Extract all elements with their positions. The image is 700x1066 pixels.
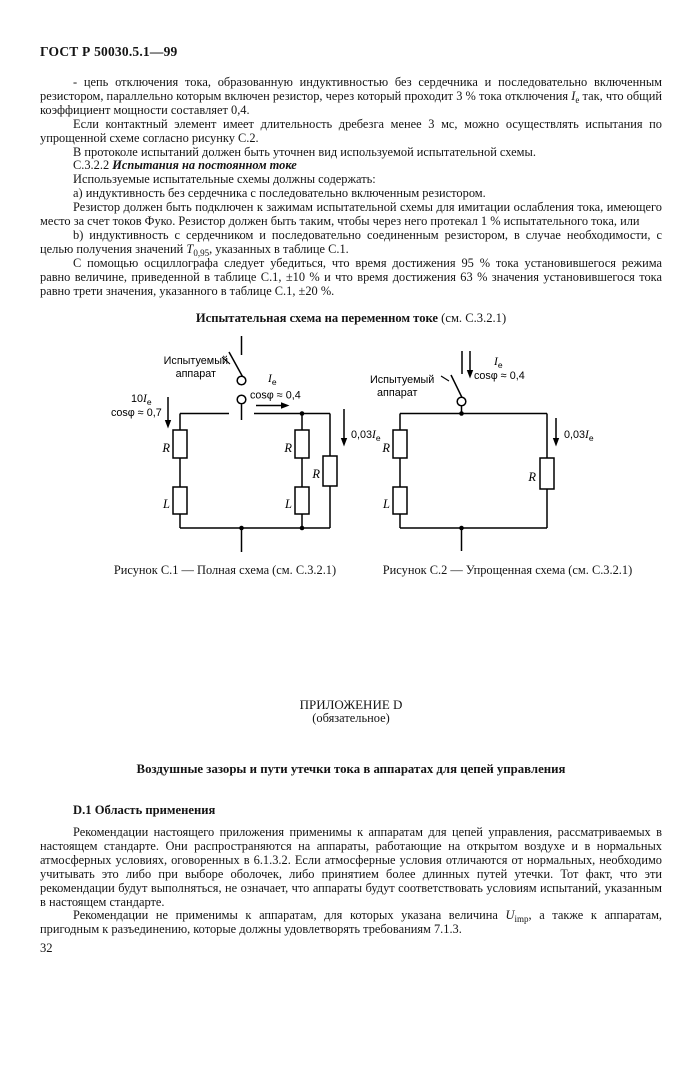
c1-inductor-middle — [294, 486, 310, 515]
current-symbol: I — [371, 429, 377, 441]
clause-d1-heading: D.1 Область применения — [73, 803, 216, 817]
resistor-label: R — [381, 441, 390, 455]
figure-section-heading: Испытательная схема на переменном токе (… — [40, 311, 662, 326]
inductor-label: L — [162, 497, 170, 511]
c2-resistor-shunt — [539, 457, 555, 490]
c1-resistor-middle — [294, 429, 310, 459]
figure-c2-caption: Рисунок С.2 — Упрощенная схема (см. С.3.… — [382, 563, 633, 577]
c2-resistor-left — [392, 429, 408, 459]
paragraph-d1-exclusions: Рекомендации не применимы к аппаратам, д… — [40, 908, 663, 937]
text-segment: U — [505, 908, 515, 923]
c2-shunt-current-arrowhead — [552, 438, 560, 447]
text-segment: так, что общий коэффициент мощности сост… — [40, 88, 662, 117]
paragraph-test-report: В протоколе испытаний должен быть уточне… — [73, 144, 536, 159]
resistor-label: R — [283, 441, 292, 455]
test-circuit-diagrams: Испытуемый аппарат Ie cosφ ≈ 0,4 10Ie co… — [111, 336, 594, 552]
paragraph-contact-bounce: Если контактный элемент имеет длительнос… — [40, 116, 662, 145]
current-multiplier: 0,03 — [564, 429, 585, 441]
text-segment: - цепь отключения тока, образованную инд… — [40, 75, 662, 103]
section-c-text: - цепь отключения тока, образованную инд… — [40, 75, 662, 299]
text-segment: I — [571, 88, 576, 103]
c2-device-label-line1: Испытуемый — [370, 374, 434, 386]
junction-dot — [299, 525, 305, 531]
text-segment: , указанных в таблице С.1. — [209, 241, 349, 256]
c1-resistor-shunt — [322, 455, 338, 487]
appendix-d-label: ПРИЛОЖЕНИЕ D — [299, 697, 403, 712]
c1-inductor-left — [172, 486, 188, 515]
appendix-d-status: (обязательное) — [312, 711, 390, 725]
c1-switch-contact-lower — [236, 394, 247, 405]
current-multiplier: 10 — [131, 393, 143, 405]
text-segment: b) индуктивность с сердечником и последо… — [40, 227, 662, 256]
c1-shunt-current-label: 0,03Ie — [351, 429, 381, 443]
text-segment: imp — [514, 914, 529, 925]
paragraph-breaking-circuit: - цепь отключения тока, образованную инд… — [40, 75, 662, 118]
clause-d1-text: Рекомендации настоящего приложения приме… — [40, 825, 663, 937]
text-segment: Испытательная схема на переменном токе — [195, 311, 439, 325]
appendix-d-title: Воздушные зазоры и пути утечки тока в ап… — [136, 762, 566, 776]
clause-c322-heading: С.3.2.2 Испытания на постоянном токе — [40, 158, 662, 173]
c1-left-cos-label: cosφ ≈ 0,7 — [111, 407, 162, 419]
resistor-label: R — [161, 441, 170, 455]
c1-current-arrowhead — [281, 402, 290, 409]
c2-top-cos-label: cosφ ≈ 0,4 — [474, 370, 525, 382]
c2-device-label-line2: аппарат — [377, 387, 417, 399]
current-subscript: e — [147, 397, 152, 407]
current-multiplier: 0,03 — [351, 429, 372, 441]
text-segment: Рекомендации не применимы к аппаратам, д… — [73, 908, 506, 923]
inductor-label: L — [284, 497, 292, 511]
c1-left-current-arrowhead — [164, 420, 172, 429]
paragraph-oscillograph: С помощью осциллографа следует убедиться… — [40, 255, 662, 298]
current-symbol: I — [584, 429, 590, 441]
current-subscript: e — [272, 377, 277, 387]
text-segment: С.3.2.2 — [73, 158, 113, 173]
c2-current-arrowhead — [466, 370, 474, 379]
c1-switch-contact-upper — [236, 375, 247, 386]
current-subscript: e — [589, 433, 594, 443]
c1-device-label-line1: Испытуемый — [164, 355, 228, 367]
c2-inductor-left — [392, 486, 408, 515]
figure-c2-circuit: Испытуемый аппарат Ie cosφ ≈ 0,4 0,03Ie … — [370, 351, 594, 551]
figure-c1-circuit: Испытуемый аппарат Ie cosφ ≈ 0,4 10Ie co… — [111, 336, 381, 552]
text-segment: Испытания на постоянном токе — [112, 158, 297, 173]
c2-shunt-current-label: 0,03Ie — [564, 429, 594, 443]
c2-switch-contact — [456, 396, 467, 407]
resistor-label: R — [311, 467, 320, 481]
paragraph-test-circuits: Используемые испытательные схемы должны … — [73, 172, 376, 187]
current-subscript: e — [376, 433, 381, 443]
list-item-b: b) индуктивность с сердечником и последо… — [40, 227, 662, 258]
text-segment: , а также к аппаратам, пригодным к разъе… — [40, 908, 663, 937]
paragraph-resistor: Резистор должен быть подключен к зажимам… — [40, 200, 662, 229]
figure-c1-caption: Рисунок С.1 — Полная схема (см. С.3.2.1) — [113, 563, 337, 577]
text-segment: 0,95 — [193, 247, 210, 258]
c2-device-label-pointer — [440, 375, 450, 382]
c1-top-cos-label: cosφ ≈ 0,4 — [250, 390, 301, 402]
c2-switch-blade — [450, 374, 463, 398]
c1-device-label-line2: аппарат — [176, 368, 216, 380]
c2-rated-current-label: Ie — [493, 356, 503, 370]
junction-dot — [459, 411, 464, 416]
current-subscript: e — [498, 360, 503, 370]
list-item-a: a) индуктивность без сердечника с послед… — [73, 186, 486, 201]
current-symbol: I — [267, 373, 273, 385]
current-symbol: I — [142, 393, 148, 405]
inductor-label: L — [382, 497, 390, 511]
paragraph-d1-scope: Рекомендации настоящего приложения приме… — [40, 825, 662, 909]
text-segment: T — [186, 241, 194, 256]
c1-rated-current-label: Ie — [267, 373, 277, 387]
c1-switch-blade — [228, 351, 244, 377]
current-symbol: I — [493, 356, 499, 368]
standard-number: ГОСТ Р 50030.5.1—99 — [40, 44, 178, 59]
c1-device-label-pointer — [221, 356, 231, 365]
text-segment: (см. С.3.2.1) — [438, 311, 507, 325]
c1-shunt-current-arrowhead — [340, 438, 348, 447]
c1-resistor-left — [172, 429, 188, 459]
resistor-label: R — [527, 470, 536, 484]
text-segment: e — [575, 94, 580, 105]
c1-left-current-label: 10Ie — [131, 393, 152, 407]
page-number: 32 — [40, 941, 53, 955]
